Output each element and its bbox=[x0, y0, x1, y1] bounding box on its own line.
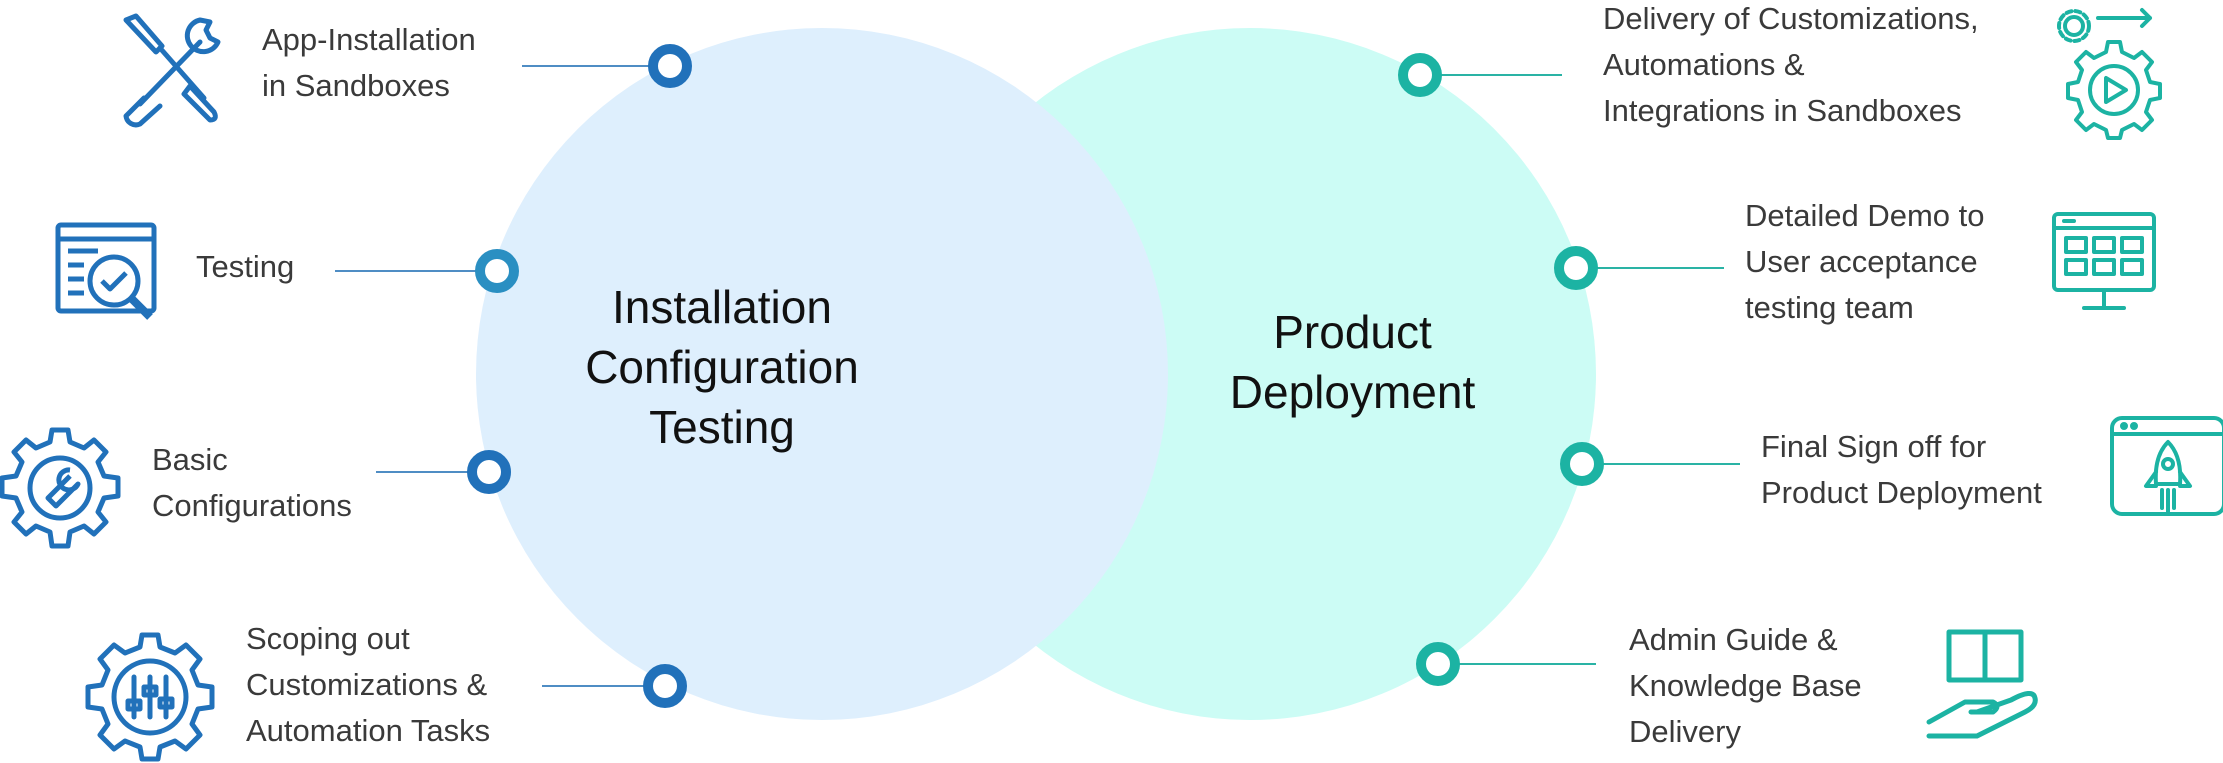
testing-window-icon bbox=[55, 222, 157, 320]
sliders-gear-icon bbox=[85, 632, 215, 762]
monitor-grid-icon bbox=[2052, 212, 2156, 310]
node-scoping bbox=[643, 664, 687, 708]
node-detailed-demo bbox=[1554, 246, 1598, 290]
node-admin-guide bbox=[1416, 642, 1460, 686]
label-admin-guide: Admin Guide & Knowledge Base Delivery bbox=[1629, 617, 1862, 755]
installation-title-line: Installation bbox=[612, 281, 832, 333]
label-final-signoff: Final Sign off for Product Deployment bbox=[1761, 424, 2042, 516]
label-scoping: Scoping out Customizations & Automation … bbox=[246, 616, 490, 754]
label-line: App-Installation bbox=[262, 22, 476, 57]
deployment-title-line: Deployment bbox=[1229, 366, 1476, 418]
label-line: Configurations bbox=[152, 488, 352, 523]
node-final-signoff bbox=[1560, 442, 1604, 486]
label-app-installation: App-Installation in Sandboxes bbox=[262, 17, 476, 109]
installation-title-line: Testing bbox=[649, 401, 795, 453]
node-delivery-customizations bbox=[1398, 53, 1442, 97]
right-connectors bbox=[1438, 74, 1740, 665]
gear-play-icon bbox=[2057, 8, 2162, 140]
label-basic-configurations: Basic Configurations bbox=[152, 437, 352, 529]
label-detailed-demo: Detailed Demo to User acceptance testing… bbox=[1745, 193, 1985, 331]
installation-title: Installation Configuration Testing bbox=[557, 277, 887, 457]
tools-icon bbox=[123, 13, 221, 128]
label-line: Scoping out bbox=[246, 621, 410, 656]
label-line: Integrations in Sandboxes bbox=[1603, 93, 1962, 128]
book-hand-icon bbox=[1926, 629, 2038, 739]
deployment-title-line: Product bbox=[1273, 306, 1432, 358]
label-line: Basic bbox=[152, 442, 228, 477]
node-app-installation bbox=[648, 44, 692, 88]
label-line: Delivery bbox=[1629, 714, 1741, 749]
label-line: in Sandboxes bbox=[262, 68, 450, 103]
label-line: testing team bbox=[1745, 290, 1914, 325]
label-line: Knowledge Base bbox=[1629, 668, 1862, 703]
label-line: User acceptance bbox=[1745, 244, 1978, 279]
rocket-window-icon bbox=[2110, 416, 2223, 516]
label-line: Automation Tasks bbox=[246, 713, 491, 748]
wrench-gear-icon bbox=[0, 427, 121, 549]
installation-title-line: Configuration bbox=[585, 341, 859, 393]
label-delivery-customizations: Delivery of Customizations, Automations … bbox=[1603, 0, 1979, 134]
label-line: Final Sign off for bbox=[1761, 429, 1987, 464]
node-testing bbox=[475, 249, 519, 293]
left-connectors bbox=[335, 65, 653, 687]
node-basic-configurations bbox=[467, 450, 511, 494]
label-line: Testing bbox=[196, 249, 295, 284]
deployment-title: Product Deployment bbox=[1200, 302, 1505, 422]
label-line: Delivery of Customizations, bbox=[1603, 1, 1979, 36]
label-line: Customizations & bbox=[246, 667, 488, 702]
label-line: Admin Guide & bbox=[1629, 622, 1838, 657]
installation-circle bbox=[476, 28, 1168, 720]
label-line: Detailed Demo to bbox=[1745, 198, 1985, 233]
label-line: Automations & bbox=[1603, 47, 1805, 82]
label-testing: Testing bbox=[196, 244, 294, 290]
label-line: Product Deployment bbox=[1761, 475, 2042, 510]
